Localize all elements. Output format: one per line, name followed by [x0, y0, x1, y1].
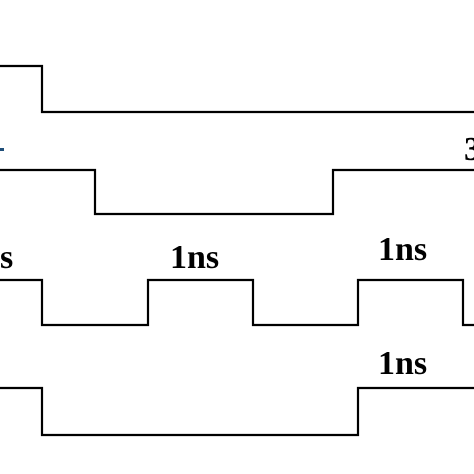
edge-mark-left	[0, 148, 4, 151]
edge-fragment-left-label: s	[0, 239, 13, 276]
pulse-width-label-2: 1ns	[378, 231, 427, 268]
waveform-2	[0, 168, 474, 216]
waveform-1	[0, 64, 474, 114]
edge-fragment-right-label: 3	[464, 131, 474, 168]
waveform-3	[0, 278, 474, 327]
pulse-width-label-3: 1ns	[378, 345, 427, 382]
pulse-width-label-1: 1ns	[170, 239, 219, 276]
waveform-4	[0, 386, 474, 437]
